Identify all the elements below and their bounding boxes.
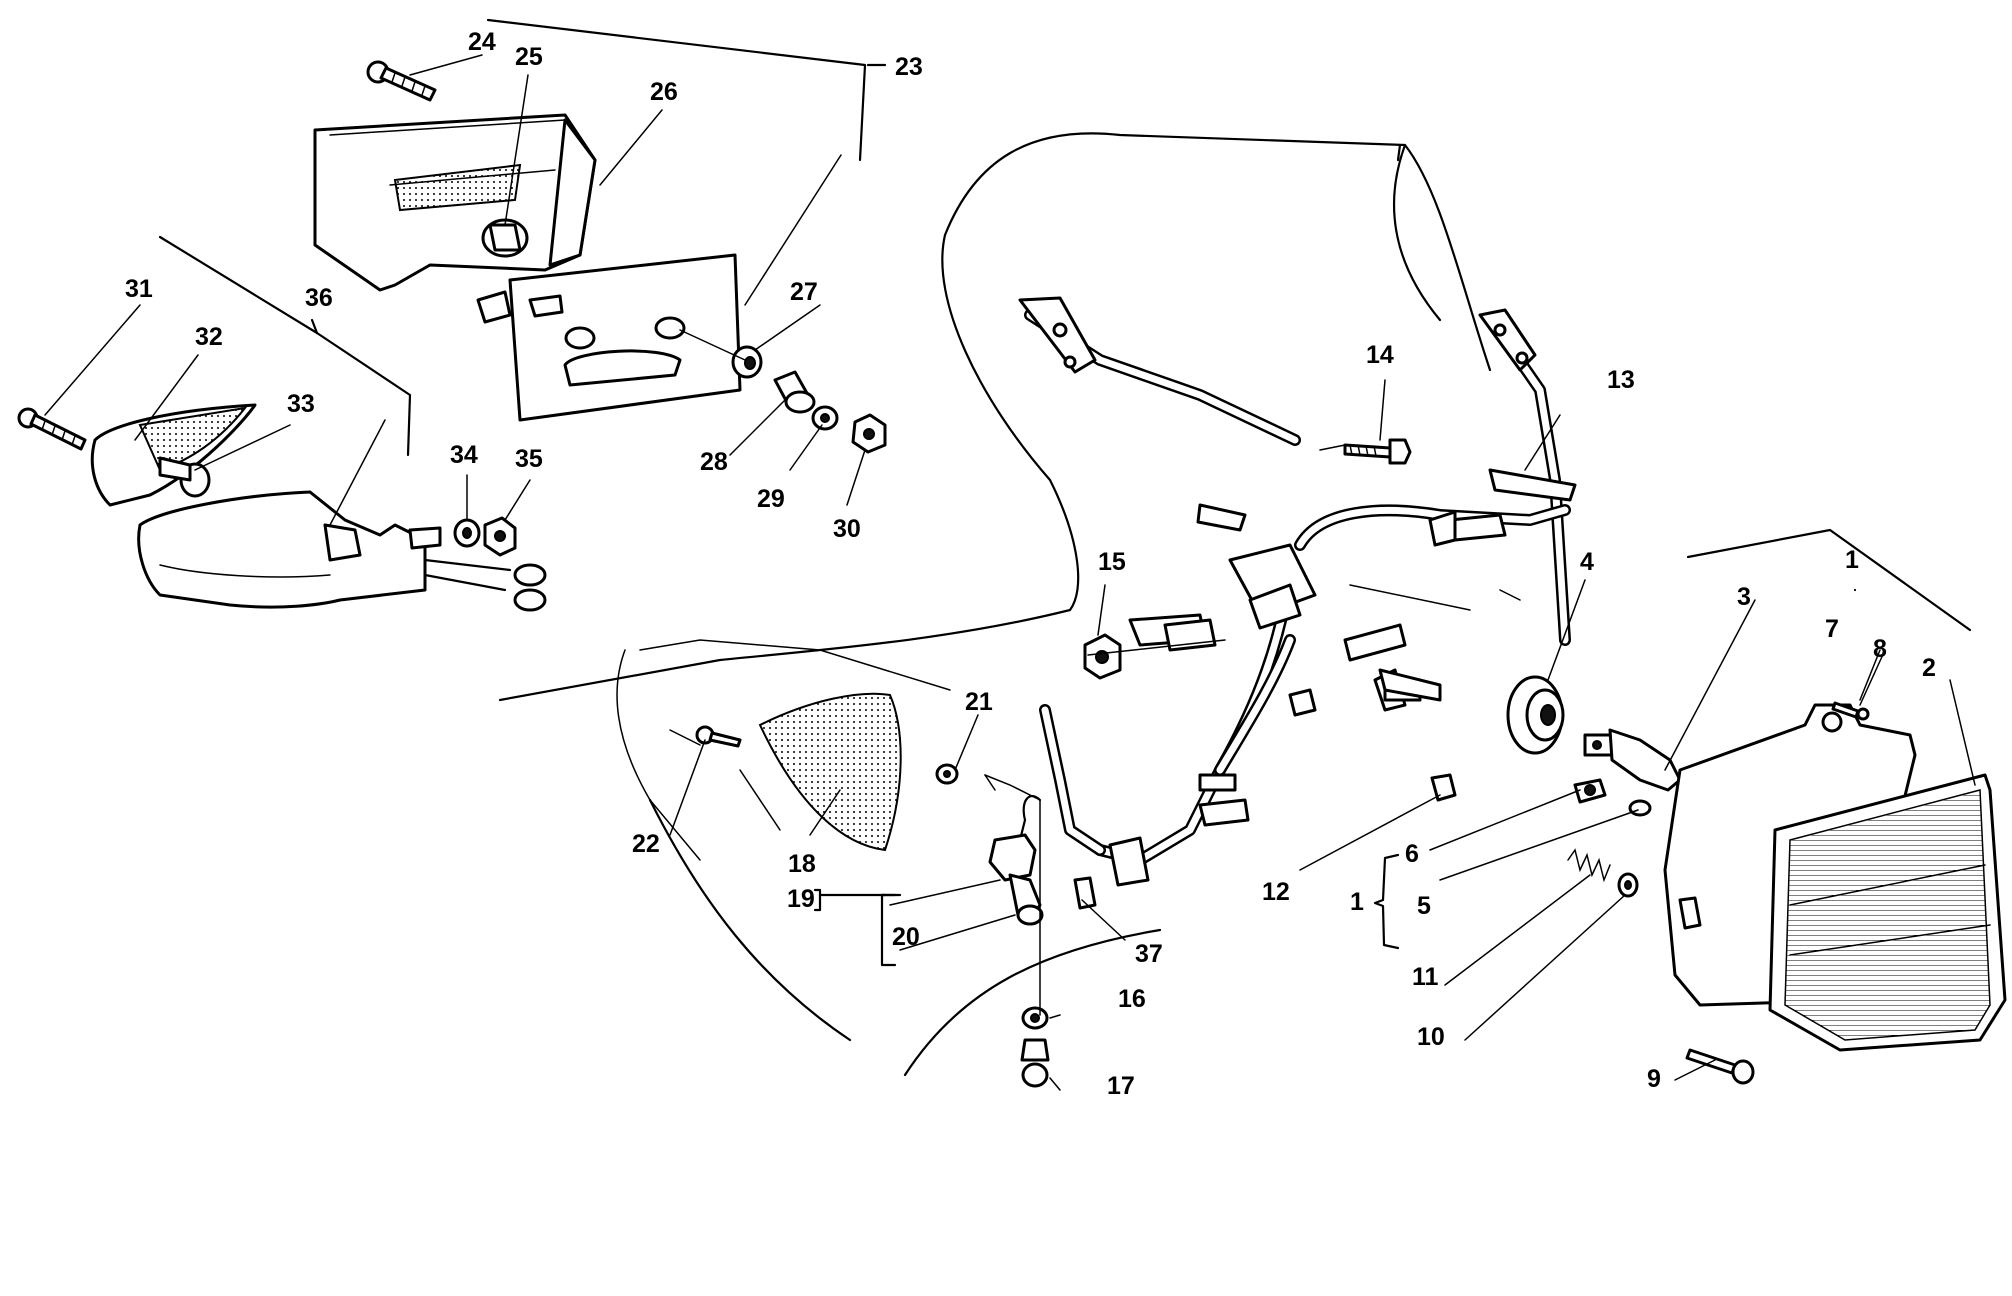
indicator-bulb-part-33 — [158, 456, 211, 498]
callout-8: 8 — [1873, 635, 1887, 663]
callout-10: 10 — [1417, 1023, 1445, 1051]
callout-labels: 1 2 3 4 5 6 7 8 9 10 11 12 13 14 15 16 1… — [125, 28, 1936, 1100]
adjuster-spring-part-11 — [1567, 848, 1611, 883]
nut-part-27 — [731, 345, 763, 379]
callout-25: 25 — [515, 43, 543, 71]
callout-29: 29 — [757, 485, 785, 513]
callout-19: 19 — [787, 885, 815, 913]
callout-12: 12 — [1262, 878, 1290, 906]
reflector-part-18 — [758, 692, 902, 852]
nut-part-35 — [483, 516, 517, 557]
callout-20: 20 — [892, 923, 920, 951]
callout-37: 37 — [1135, 940, 1163, 968]
headlight-mounting-frame — [1018, 296, 1577, 887]
callout-21: 21 — [965, 688, 993, 716]
callout-22: 22 — [632, 830, 660, 858]
license-light-cover-part-26 — [313, 113, 597, 292]
callout-2: 2 — [1922, 654, 1936, 682]
parking-bulb-part-6 — [1573, 778, 1607, 804]
callout-6: 6 — [1405, 840, 1419, 868]
stud-axis-line — [679, 329, 746, 361]
clip-part-12 — [1430, 773, 1457, 802]
callout-26: 26 — [650, 78, 678, 106]
callout-13: 13 — [1607, 366, 1635, 394]
screw-part-8 — [1831, 701, 1870, 721]
bulb-socket-part-5 — [1628, 799, 1652, 817]
callout-33: 33 — [287, 390, 315, 418]
fairing-outline — [498, 132, 1492, 1077]
headlight-lens-part-2 — [1768, 773, 2007, 1052]
callout-7: 7 — [1825, 615, 1839, 643]
callout-3: 3 — [1737, 583, 1751, 611]
callout-14: 14 — [1366, 341, 1394, 369]
nut-part-30 — [851, 413, 887, 454]
grommet-part-4 — [1506, 675, 1565, 755]
callout-16: 16 — [1118, 985, 1146, 1013]
bolt-part-14 — [1343, 438, 1412, 465]
callout-11: 11 — [1412, 963, 1439, 991]
group-bracket-23 — [486, 18, 887, 162]
lamp-holder-plate — [476, 253, 742, 422]
callout-34: 34 — [450, 441, 478, 469]
screw-part-31 — [17, 407, 87, 451]
group-bracket-36 — [158, 235, 412, 457]
callout-24: 24 — [468, 28, 496, 56]
callout-1: 1 — [1845, 546, 1859, 574]
clip-part-37 — [1073, 876, 1097, 910]
screw-part-22 — [695, 725, 742, 748]
washer-part-34 — [453, 518, 481, 548]
indicator-lens-part-32 — [90, 403, 257, 507]
washer-part-29 — [811, 405, 839, 431]
callout-31: 31 — [125, 275, 153, 303]
callout-28: 28 — [700, 448, 728, 476]
callout-17: 17 — [1107, 1072, 1135, 1100]
callout-15: 15 — [1098, 548, 1126, 576]
washer-part-10 — [1617, 872, 1639, 898]
callout-5: 5 — [1417, 892, 1431, 920]
reflector-holder-part-20 — [984, 774, 1044, 926]
screw-part-9 — [1685, 1048, 1755, 1085]
leader-lines — [44, 54, 1976, 1091]
headlight-bulb-part-3 — [1583, 728, 1682, 792]
callout-32: 32 — [195, 323, 223, 351]
screw-part-17 — [1020, 1038, 1050, 1088]
bolt-part-24 — [366, 60, 437, 102]
callout-1-group: 1 — [1350, 888, 1364, 916]
group-bracket-1-left — [1373, 853, 1400, 950]
callout-18: 18 — [788, 850, 816, 878]
callout-30: 30 — [833, 515, 861, 543]
callout-36: 36 — [305, 284, 333, 312]
group-bracket-19-20 — [813, 888, 902, 967]
callout-9: 9 — [1647, 1065, 1661, 1093]
callout-23: 23 — [895, 53, 923, 81]
indicator-body — [137, 490, 547, 612]
license-bulb-part-25 — [481, 218, 529, 258]
spacer-part-28 — [773, 370, 816, 414]
callout-27: 27 — [790, 278, 818, 306]
spacer-part-16 — [1021, 1006, 1049, 1030]
callout-4: 4 — [1580, 548, 1594, 576]
nut-part-15 — [1083, 633, 1122, 680]
nut-part-21 — [935, 763, 959, 785]
group-bracket-1-top — [1686, 528, 1972, 632]
callout-35: 35 — [515, 445, 543, 473]
